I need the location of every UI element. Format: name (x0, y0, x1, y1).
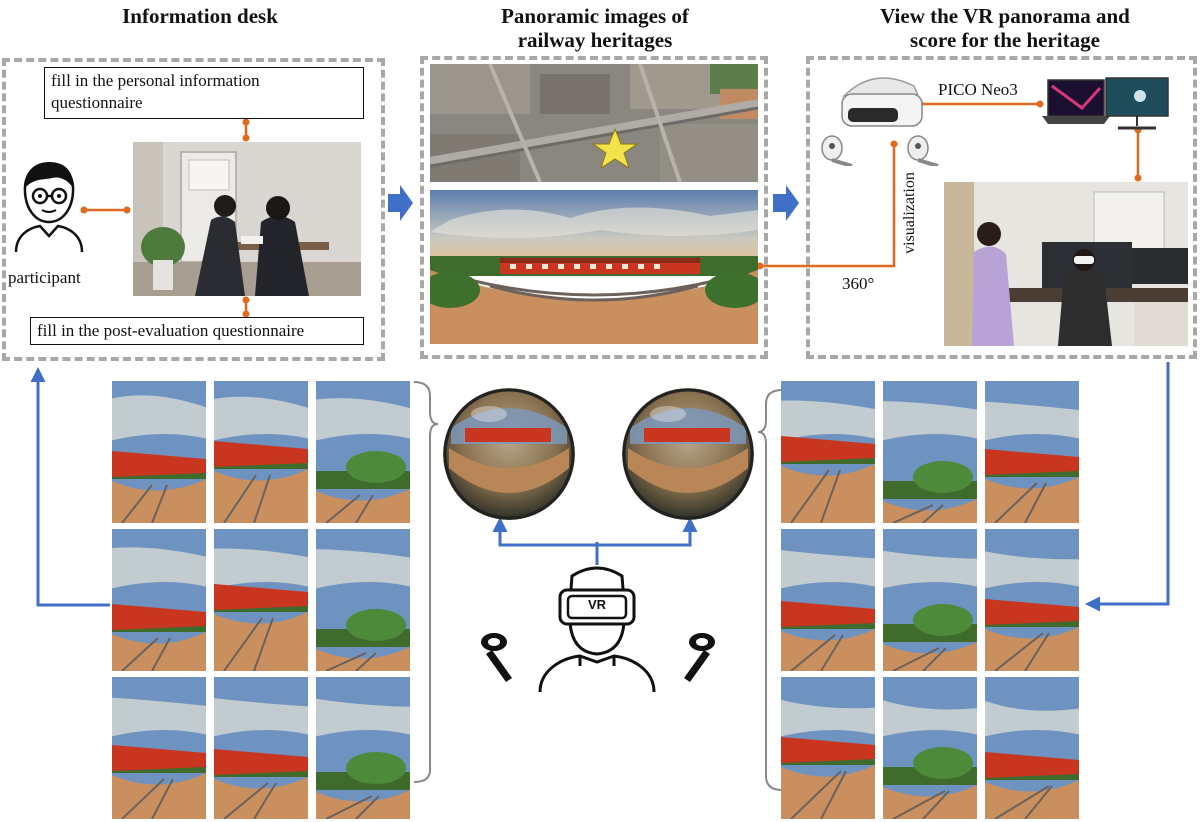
vr-headset-text: VR (587, 597, 607, 612)
vr-controller-right-icon (684, 633, 715, 682)
pico-neo3-label: PICO Neo3 (938, 80, 1018, 99)
right-tile (985, 529, 1079, 671)
right-tile (985, 381, 1079, 523)
personal-info-questionnaire-box: fill in the personal information questio… (44, 67, 364, 119)
panorama-sphere-left (443, 388, 575, 520)
grid-brackets (413, 381, 783, 791)
participant-label: participant (8, 268, 81, 287)
left-tile (214, 677, 308, 819)
panorama-sphere-right (622, 388, 754, 520)
post-q-text: fill in the post-evaluation questionnair… (37, 321, 305, 340)
right-tile (781, 381, 875, 523)
panorama-image (430, 190, 758, 344)
right-tile (781, 529, 875, 671)
post-evaluation-questionnaire-box: fill in the post-evaluation questionnair… (30, 317, 364, 345)
panoramic-title: Panoramic images of railway heritages (420, 4, 770, 52)
loop-arrows (30, 362, 1170, 612)
vr-view-box (806, 56, 1197, 359)
vr-view-title-line2: score for the heritage (910, 28, 1100, 52)
vr-user-icon (538, 566, 656, 693)
participant-icon (14, 162, 84, 253)
vr-session-photo (944, 182, 1188, 346)
panoramic-box (420, 56, 768, 359)
info-desk-box (2, 58, 385, 361)
right-tile (883, 677, 977, 819)
vr-view-title-line1: View the VR panorama and (880, 4, 1130, 28)
info-desk-photo (133, 142, 361, 296)
info-desk-title-text: Information desk (122, 4, 278, 28)
info-desk-connectors (80, 118, 250, 318)
vr-headset-device-icon (821, 77, 939, 166)
left-tile (316, 381, 410, 523)
right-tile (883, 529, 977, 671)
monitor-icon (1105, 77, 1169, 130)
visualization-label: visualization (901, 172, 918, 254)
left-tile (112, 677, 206, 819)
panoramic-title-line1: Panoramic images of (501, 4, 689, 28)
right-tile (985, 677, 1079, 819)
left-tile (112, 381, 206, 523)
vr-view-title: View the VR panorama and score for the h… (820, 4, 1190, 52)
visualization-label-wrap: visualization (898, 154, 922, 274)
personal-q-line2: questionnaire (51, 93, 143, 112)
left-tile (214, 529, 308, 671)
left-tile (214, 381, 308, 523)
right-tile (883, 381, 977, 523)
angle-360-label: 360° (842, 274, 875, 293)
left-tile (316, 677, 410, 819)
vr-controller-left-icon (481, 633, 512, 682)
panoramic-title-line2: railway heritages (517, 28, 673, 52)
flow-arrows (388, 185, 799, 221)
right-tile (781, 677, 875, 819)
left-tile (112, 529, 206, 671)
laptop-icon (1042, 79, 1110, 124)
personal-q-line1: fill in the personal information (51, 71, 260, 90)
satellite-map-image (430, 64, 758, 182)
info-desk-title: Information desk (40, 4, 360, 28)
left-tile (316, 529, 410, 671)
